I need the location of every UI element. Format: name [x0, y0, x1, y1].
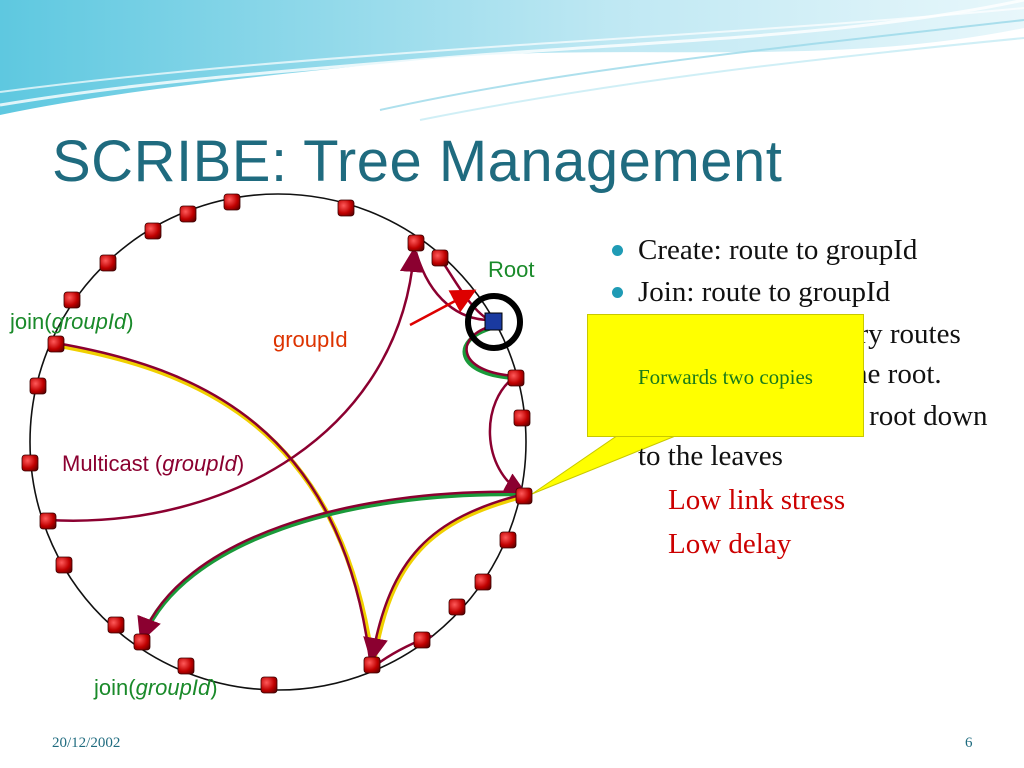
groupid-arrow [409, 289, 477, 327]
path-root-loop-green [462, 326, 516, 380]
ring-node [474, 573, 492, 591]
root-label: Root [488, 257, 535, 282]
ring-node [21, 454, 39, 472]
bullet-create: Create: route to groupId [610, 230, 1010, 270]
ring-node [107, 616, 125, 634]
bullet-text: Join: route to groupId [638, 276, 891, 308]
path-fwd-green [139, 491, 525, 641]
page-title: SCRIBE: Tree Management [52, 129, 783, 194]
multicast-label: Multicast (groupId) [62, 451, 244, 477]
ring-node [363, 656, 381, 674]
ring-node [39, 512, 57, 530]
multicast-arg: groupId [162, 451, 237, 476]
ring-node [177, 657, 195, 675]
join-suffix: ) [126, 309, 134, 334]
callout-text: Forwards two copies [638, 365, 813, 389]
ring-node [47, 335, 65, 353]
ring-node [179, 205, 197, 223]
bullet-dot-icon [612, 287, 623, 298]
ring-node [499, 531, 517, 549]
path-join-left [55, 342, 375, 661]
ring-nodes [21, 193, 533, 694]
ring-node [515, 487, 533, 505]
ring-node [431, 249, 449, 267]
callout-box: Forwards two copies [587, 314, 864, 437]
ring-node [223, 193, 241, 211]
routing-paths [47, 247, 529, 669]
path-multicast-up [47, 247, 425, 522]
ring-node [507, 369, 525, 387]
ring-node [63, 291, 81, 309]
ring-node [407, 234, 425, 252]
join-prefix-2: join( [94, 675, 136, 700]
ring-node [55, 556, 73, 574]
path-right-loop [488, 374, 529, 497]
ring-node [513, 409, 531, 427]
join-prefix: join( [10, 309, 52, 334]
pastry-ring [29, 193, 527, 691]
ring-node [337, 199, 355, 217]
join-label-bottom: join(groupId) [94, 675, 218, 701]
join-arg: groupId [51, 309, 127, 334]
groupid-label: groupId [273, 327, 348, 352]
join-arg-2: groupId [135, 675, 211, 700]
path-fwd2-yellow [371, 493, 525, 661]
path-from-439 [438, 257, 493, 324]
ring-node [260, 676, 278, 694]
page-number: 6 [965, 735, 973, 751]
bullet-join: Join: route to groupId [610, 272, 1010, 312]
bullet-text: Create: route to groupId [638, 234, 918, 266]
join-label-top: join(groupId) [10, 309, 134, 335]
ring-node [144, 222, 162, 240]
multicast-prefix: Multicast ( [62, 451, 163, 476]
ring-node [413, 631, 431, 649]
sub-bullet-delay: Low delay [668, 528, 792, 560]
path-up-to-root [414, 251, 491, 322]
header-waves [0, 0, 1024, 121]
root-node [484, 312, 503, 331]
bullet-dot-icon [612, 245, 623, 256]
ring-node [29, 377, 47, 395]
path-root-loop [465, 324, 516, 378]
path-fwd-red [137, 490, 525, 643]
root-highlight-circle [465, 293, 523, 351]
ring-node [448, 598, 466, 616]
ring-node [99, 254, 117, 272]
ring-node [133, 633, 151, 651]
footer-date: 20/12/2002 [52, 735, 121, 751]
sub-bullet-link-stress: Low link stress [668, 484, 846, 516]
multicast-suffix: ) [236, 451, 245, 476]
path-join-left-inner [55, 341, 372, 661]
path-fwd2-red [363, 492, 525, 663]
join-suffix-2: ) [210, 675, 218, 700]
